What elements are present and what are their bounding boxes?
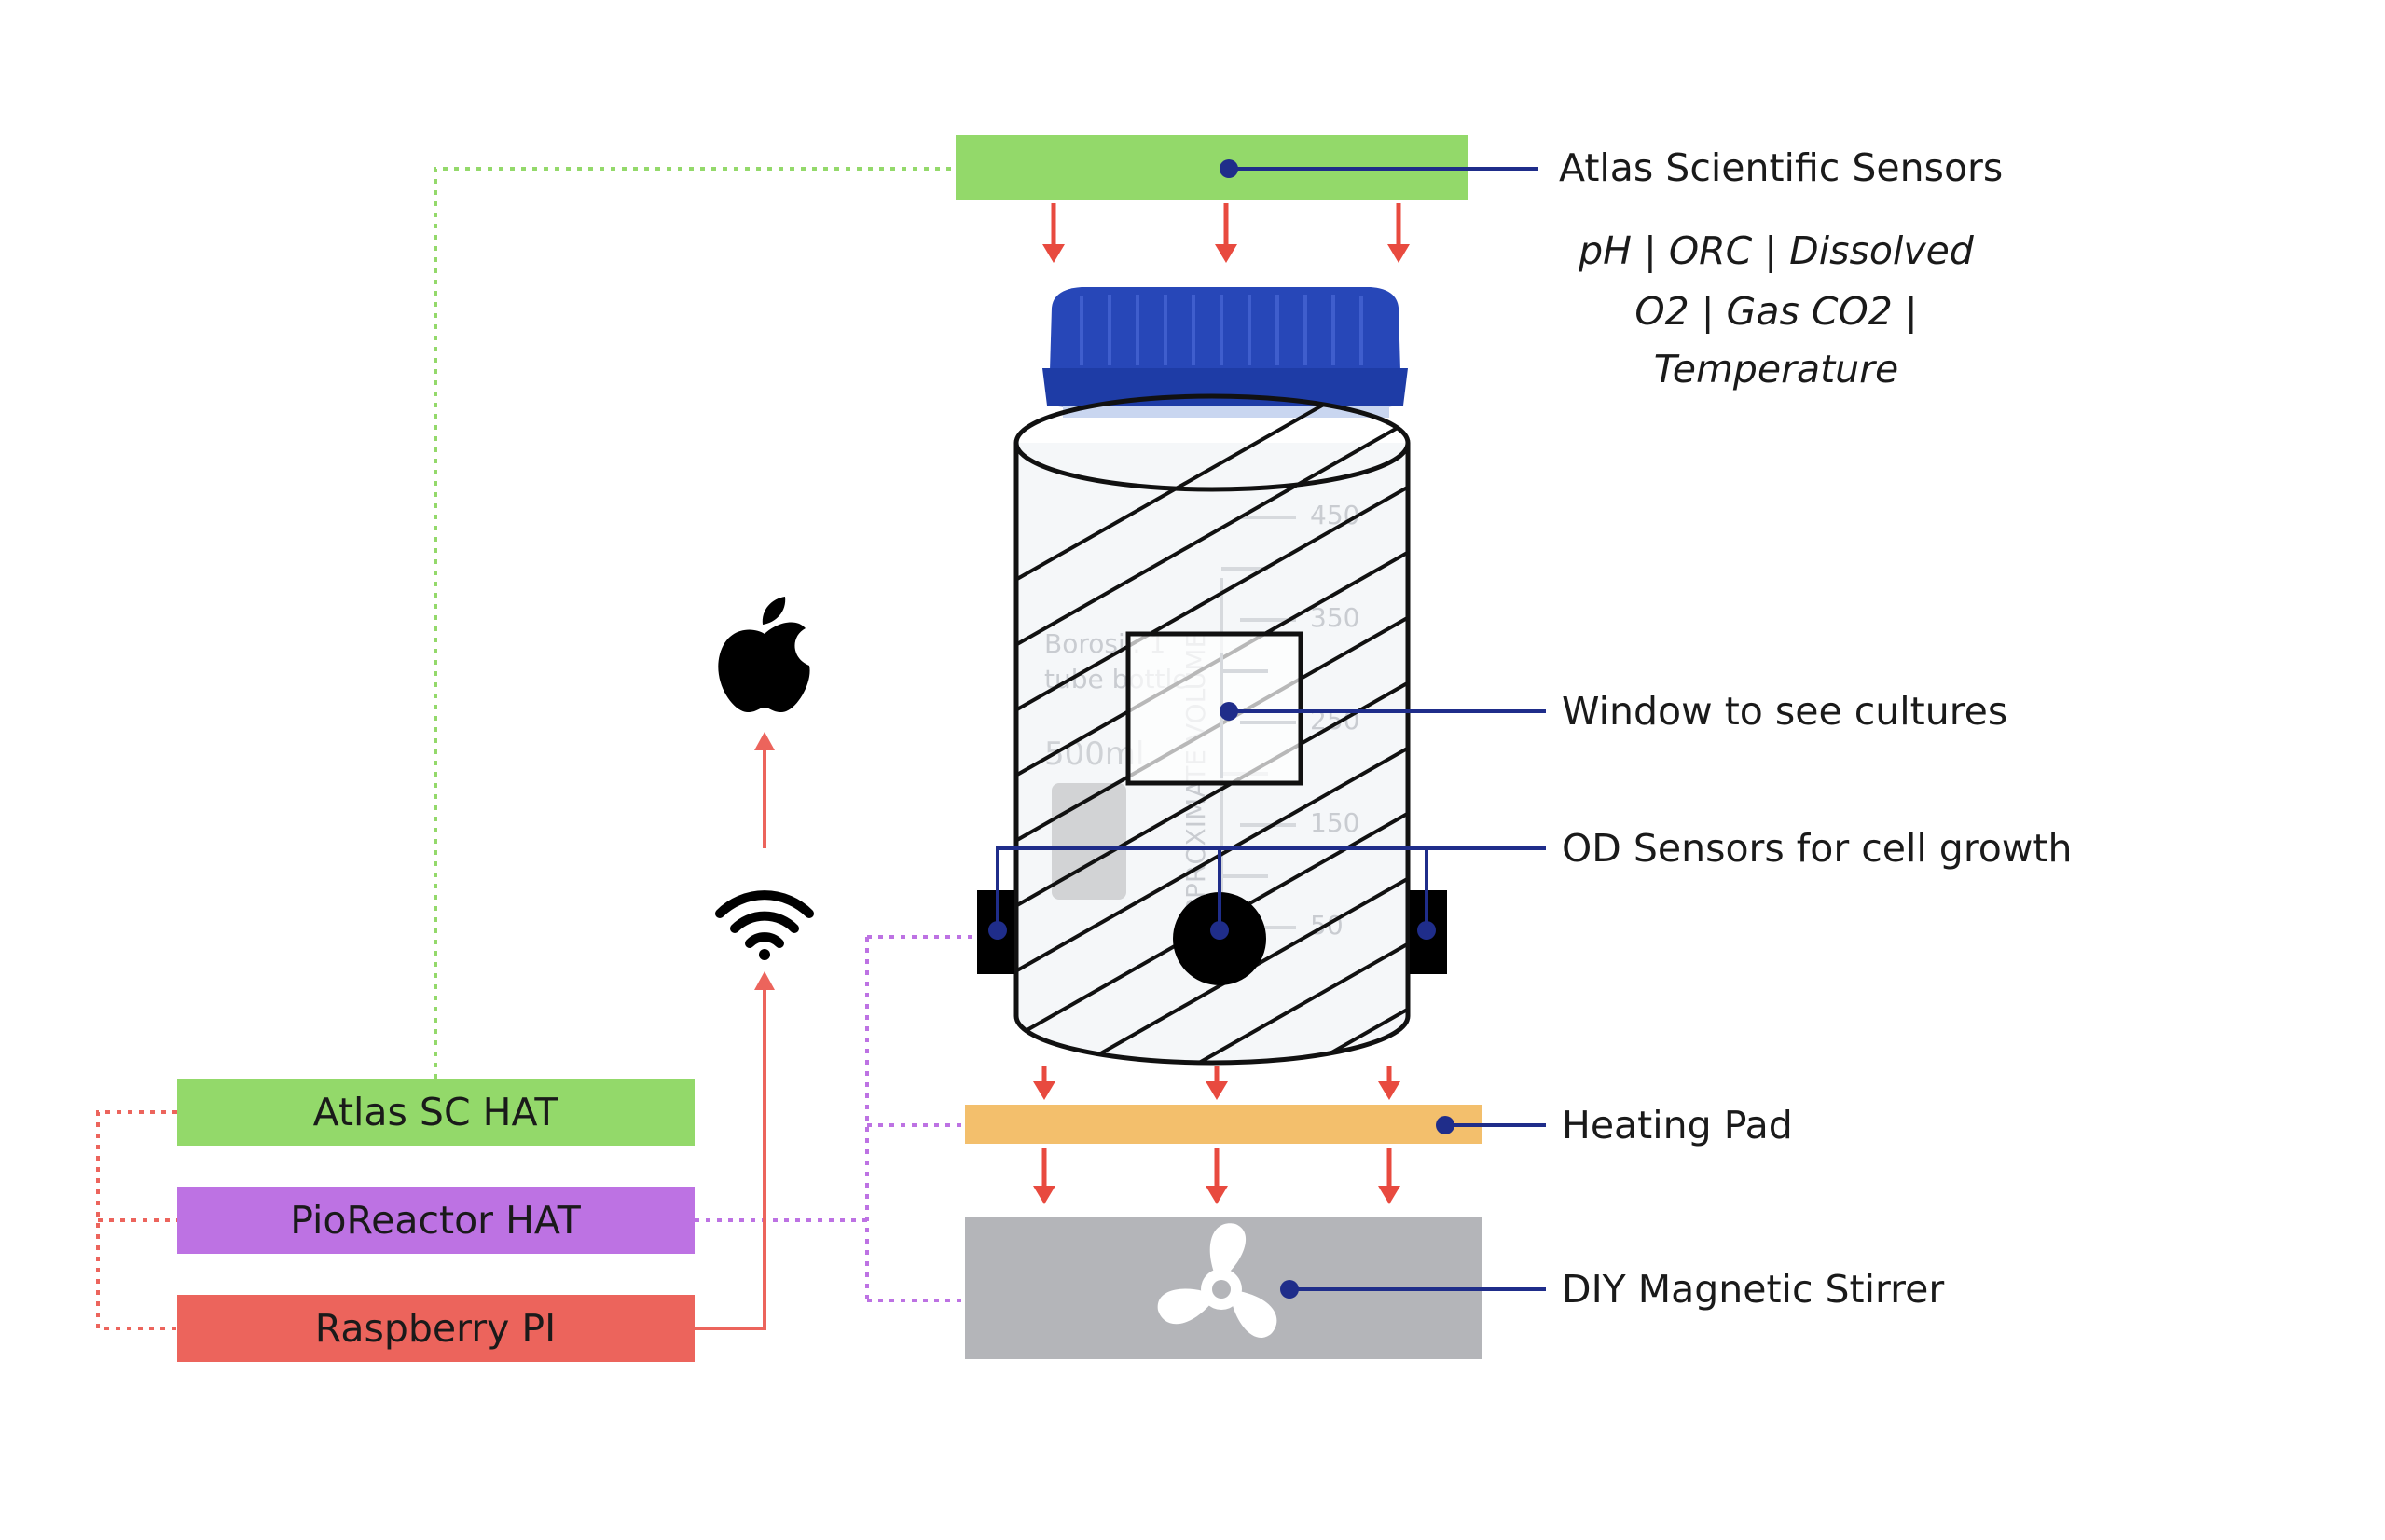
raspberry-pi-box — [177, 1295, 695, 1362]
od-dot-left — [988, 921, 1007, 940]
culture-window — [1125, 631, 1303, 786]
sensor-arrows — [1042, 203, 1410, 263]
tick-350: 350 — [1310, 602, 1359, 633]
raspberry-pi-label: Raspberry PI — [315, 1306, 556, 1351]
od-sensor-leaders — [996, 846, 1546, 930]
pioreactor-connection-lines — [695, 935, 977, 1302]
od-dot-center — [1210, 921, 1229, 940]
fan-icon — [1157, 1223, 1277, 1338]
atlas-connection-line — [434, 167, 956, 1079]
bottle-label-patch — [1052, 783, 1126, 900]
tick-450: 450 — [1310, 500, 1359, 530]
wifi-apple-arrowhead — [754, 732, 775, 750]
atlas-sensors-label: Atlas Scientific Sensors — [1559, 145, 2003, 190]
window-label: Window to see cultures — [1562, 689, 2007, 734]
sensor-list-line3: Temperature — [1654, 347, 1899, 392]
heating-pad-label: Heating Pad — [1562, 1103, 1793, 1148]
apple-logo-icon — [718, 597, 810, 712]
od-sensors-label: OD Sensors for cell growth — [1562, 826, 2072, 871]
sensor-list-line1: pH | ORC | Dissolved — [1578, 228, 1975, 273]
od-dot-right — [1417, 921, 1436, 940]
stirrer-label: DIY Magnetic Stirrer — [1562, 1267, 1944, 1312]
tick-250: 250 — [1310, 705, 1359, 736]
pad-arrows — [1033, 1148, 1400, 1204]
pioreactor-hat-box — [177, 1187, 695, 1254]
atlas-hat-label: Atlas SC HAT — [313, 1090, 559, 1134]
heating-pad — [965, 1105, 1482, 1144]
wifi-icon — [715, 890, 814, 960]
atlas-hat-box — [177, 1079, 695, 1146]
pi-wifi-line — [695, 983, 766, 1330]
jar-arrows — [1033, 1066, 1400, 1100]
pi-wifi-arrowhead — [754, 971, 775, 990]
tick-150: 150 — [1310, 807, 1359, 838]
sensor-list-line2: O2 | Gas CO2 | — [1634, 289, 1917, 334]
pioreactor-hat-label: PioReactor HAT — [290, 1198, 582, 1243]
